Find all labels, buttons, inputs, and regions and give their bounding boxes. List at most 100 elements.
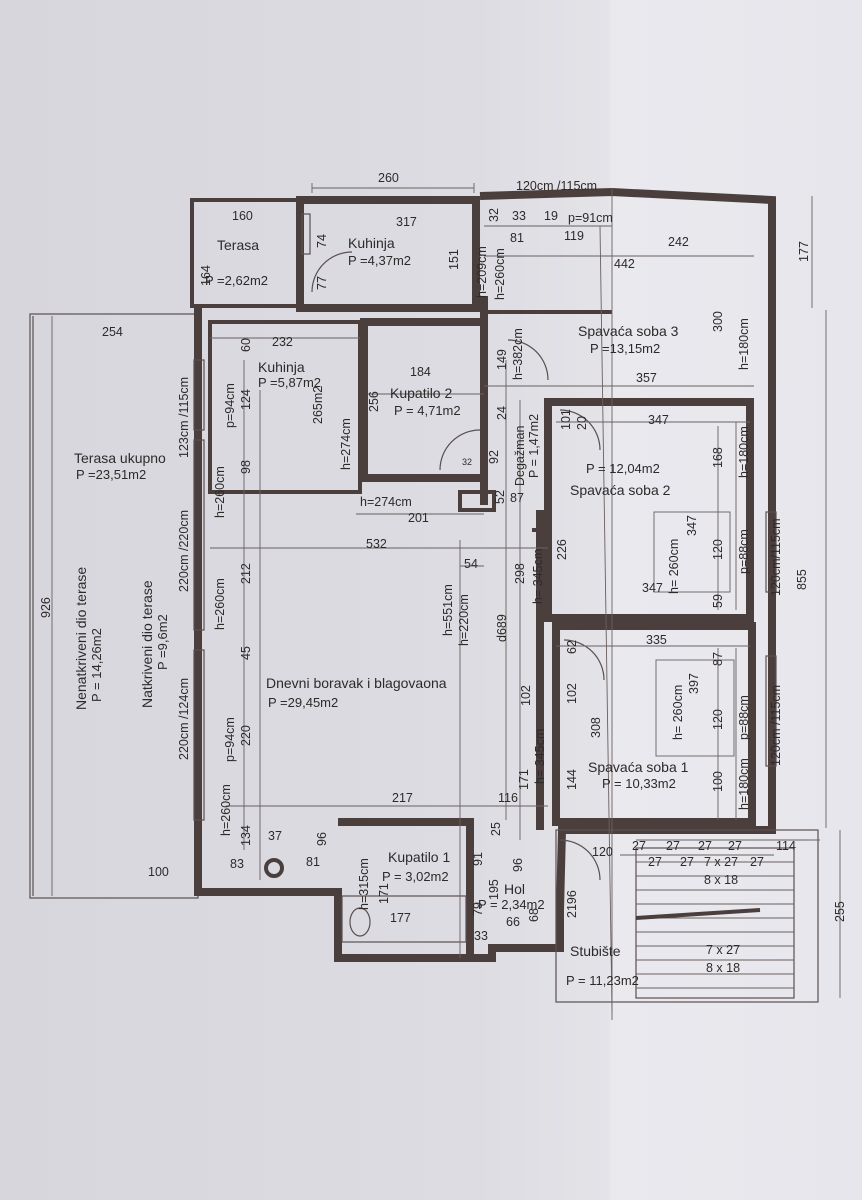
dim-label: h=274cm	[360, 495, 412, 509]
room-area-hol: P = 2,34m2	[478, 897, 545, 912]
dim-label: 45	[239, 646, 253, 660]
bathtub	[341, 895, 467, 943]
room-name-spavaca1: Spavaća soba 1	[588, 759, 689, 775]
dim-label: h= 260cm	[667, 538, 681, 594]
dim-label: 77	[315, 276, 329, 290]
dim-label: 212	[239, 563, 253, 584]
dim-label: p=94cm	[223, 717, 237, 762]
dim-label: h=260cm	[219, 784, 233, 836]
room-name-degazman: Degažman	[513, 425, 527, 486]
chimney-icon	[264, 858, 284, 878]
dim-label: 120cm /115cm	[769, 684, 783, 766]
room-name-kupatilo1: Kupatilo 1	[388, 849, 451, 865]
outer-wall	[194, 187, 776, 962]
dim-label: 20	[575, 416, 589, 430]
dim-label: 160	[232, 209, 253, 223]
dim-label: 27	[632, 839, 646, 853]
dim-label: 8 x 18	[704, 873, 739, 887]
room-area-terasa-ukupno: P =23,51m2	[76, 467, 147, 482]
dim-label: 177	[797, 241, 811, 262]
dim-label: 184	[410, 365, 431, 379]
dim-label: h=220cm	[457, 594, 471, 646]
room-area-kupatilo2: P = 4,71m2	[394, 403, 461, 418]
dim-label: 855	[795, 569, 809, 590]
terrace-outline	[29, 313, 199, 899]
toilet-icon	[349, 907, 371, 937]
room-name-dnevni: Dnevni boravak i blagovaona	[266, 675, 447, 691]
dim-label: 81	[510, 231, 524, 245]
dim-label: 87	[711, 652, 725, 666]
dim-label: 27	[648, 855, 662, 869]
room-name-terasa-ukupno: Terasa ukupno	[74, 450, 166, 466]
dim-label: 116	[498, 791, 518, 805]
room-area-stubiste: P = 11,23m2	[566, 973, 639, 988]
dim-label: h=551cm	[441, 584, 455, 636]
dim-label: h=274cm	[339, 418, 353, 470]
dim-label: h= 345cm	[533, 728, 547, 784]
dim-label: h=180cm	[737, 318, 751, 370]
dim-label: 254	[102, 325, 123, 339]
dim-label: 27	[698, 839, 712, 853]
dim-label: 123cm /115cm	[177, 376, 191, 458]
dim-label: h=382cm	[511, 328, 525, 380]
room-name-terasa: Terasa	[217, 237, 260, 253]
dim-label: 300	[711, 311, 725, 332]
dim-label: h=209cm	[475, 246, 489, 298]
room-area-kupatilo1: P = 3,02m2	[382, 869, 449, 884]
room-area-kuhinja: P =5,87m2	[258, 375, 322, 390]
dim-label: 24	[495, 406, 509, 420]
dim-label: 149	[495, 349, 509, 370]
bedroom2-wall	[544, 398, 754, 622]
dim-label: 347	[685, 515, 699, 536]
dim-label: 260	[378, 171, 399, 185]
room-area-degazman: P = 1,47m2	[527, 413, 541, 478]
dim-label: 83	[230, 857, 244, 871]
dim-label: 74	[315, 234, 329, 248]
dim-label: 164	[199, 265, 213, 286]
room-area-natkriveni: P =9,6m2	[155, 614, 170, 670]
room-area-spavaca3: P =13,15m2	[590, 341, 661, 356]
dim-label: 7 x 27	[706, 943, 741, 957]
dim-label: 201	[408, 511, 429, 525]
dim-label: 347	[642, 581, 663, 595]
dim-label: p=91cm	[568, 211, 613, 225]
dim-label: 8 x 18	[706, 961, 741, 975]
stair-landing	[635, 908, 761, 920]
top-kitchen-wall	[296, 196, 480, 312]
dim-label: 168	[711, 447, 725, 468]
dim-label: 27	[728, 839, 742, 853]
dim-label: 102	[519, 685, 533, 706]
dim-label: 96	[315, 832, 329, 846]
dim-label: 27	[750, 855, 764, 869]
dim-label: 92	[487, 450, 501, 464]
dim-label: 19	[544, 209, 558, 223]
dim-label: 255	[833, 901, 847, 922]
dim-label: h=180cm	[737, 426, 751, 478]
dim-label: 114	[776, 839, 796, 853]
room-area-dnevni: P =29,45m2	[268, 695, 339, 710]
room-area-spavaca1: P = 10,33m2	[602, 776, 676, 791]
dim-label: 32	[487, 208, 501, 222]
dim-label: 171	[377, 883, 391, 904]
dim-label: 98	[239, 460, 253, 474]
staircase-flight	[635, 847, 795, 999]
dim-label: 87	[510, 491, 524, 505]
room-area-nenatkriveni: P = 14,26m2	[89, 628, 104, 702]
dim-label: 100	[711, 771, 725, 792]
room-area-terasa: P =2,62m2	[205, 273, 269, 288]
room-name-stubiste: Stubište	[570, 943, 621, 959]
dim-label: 102	[565, 683, 579, 704]
dim-label: 91	[471, 852, 485, 866]
dim-label: 926	[39, 597, 53, 618]
dim-label: h=315cm	[357, 858, 371, 910]
dim-label: 62	[565, 640, 579, 654]
dim-label: 32	[462, 457, 473, 467]
dim-label: 120	[711, 709, 725, 730]
bathroom1-wall	[338, 818, 474, 958]
dim-label: 120cm/115cm	[769, 518, 783, 596]
room-name-hol: Hol	[504, 881, 526, 897]
bedroom1-wall	[552, 622, 756, 826]
dim-label: 347	[648, 413, 669, 427]
dim-label: 124	[239, 389, 253, 410]
